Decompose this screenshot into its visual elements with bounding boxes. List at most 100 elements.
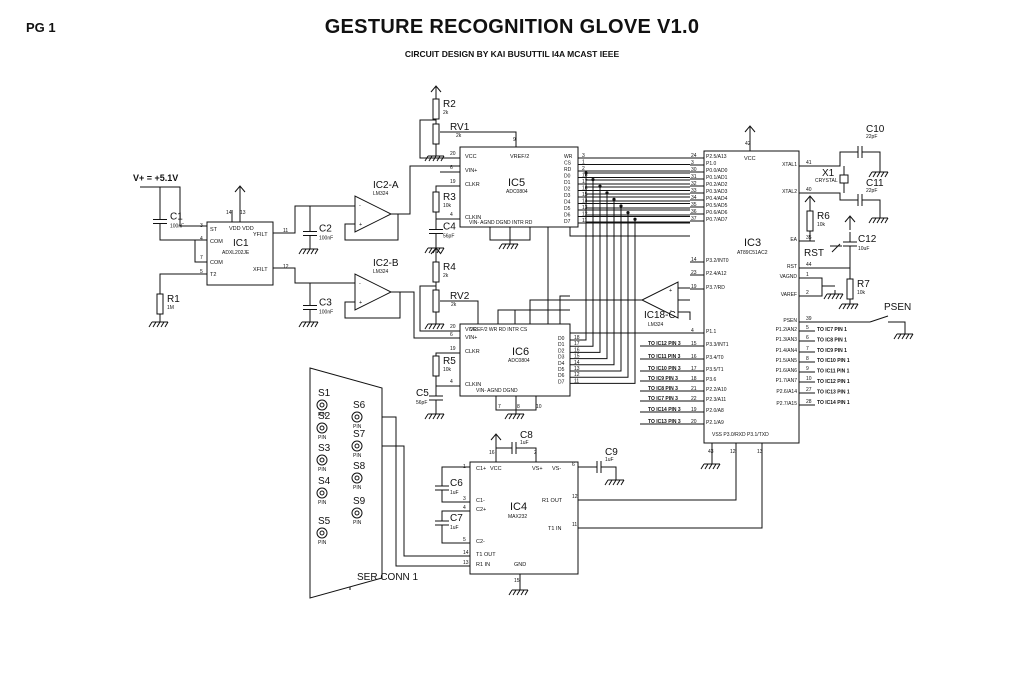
ic6-pin: D1 xyxy=(558,342,565,348)
ic3-num: 24 xyxy=(691,153,697,159)
ic6-pin: D2 xyxy=(558,348,565,354)
switch-pin-label: PIN xyxy=(318,412,327,418)
ic5-num: 17 xyxy=(582,179,588,185)
r3-resistor-ref: R3 xyxy=(443,192,456,203)
ic6-pin: D6 xyxy=(558,373,565,379)
ic3-pin: P0.3/AD3 xyxy=(706,189,728,195)
ic3-pin-vcc: VCC xyxy=(744,156,756,162)
ic18c-ref: IC18-C xyxy=(644,310,676,321)
rv1-potentiometer xyxy=(432,123,440,145)
wire xyxy=(273,267,335,284)
ic3-pin: P1.1 xyxy=(706,329,717,335)
ic5-bottom-pins: VIN- AGND DGND INTR RD xyxy=(469,220,533,226)
ic3-right-net-label: TO IC13 PIN 1 xyxy=(817,389,850,395)
r7-resistor-ref: R7 xyxy=(857,279,870,290)
ic4-pin-r1out: R1 OUT xyxy=(542,498,563,504)
ic3-left-net-label: TO IC14 PIN 3 xyxy=(648,407,681,413)
ic4-pin: C1+ xyxy=(476,466,486,472)
ic6-pin: D5 xyxy=(558,367,565,373)
r2-resistor-value: 2k xyxy=(443,110,449,116)
switch-s6 xyxy=(351,411,363,423)
ic4-pin: T1 OUT xyxy=(476,552,496,558)
ic3-num: 7 xyxy=(806,346,809,352)
ground-symbol xyxy=(604,476,625,486)
ic3-pin: P0.2/AD2 xyxy=(706,182,728,188)
ic4-pin-t1in: T1 IN xyxy=(548,526,561,532)
wire xyxy=(159,235,207,241)
rst-ref: RST xyxy=(804,248,824,259)
ic3-num: 39 xyxy=(806,316,812,322)
ic3-right-net-label: TO IC8 PIN 1 xyxy=(817,337,847,343)
ic3-left-net-label: TO IC7 PIN 3 xyxy=(648,396,678,402)
ic3-part: AT89C51AC2 xyxy=(737,250,768,256)
ic3-num: 15 xyxy=(691,341,697,347)
wire xyxy=(382,416,470,567)
ic3-pin: P3.5/T1 xyxy=(706,367,724,373)
ic3-pin: RST xyxy=(787,264,797,270)
ic5-pin: D5 xyxy=(564,206,571,212)
ic5-num: 6 xyxy=(450,165,453,171)
ic3-pin: P2.7/A15 xyxy=(776,401,797,407)
ic5-num: 15 xyxy=(582,192,588,198)
ic3-left-net-label: TO IC12 PIN 3 xyxy=(648,341,681,347)
ic2b-opamp-ref: IC2-B xyxy=(373,258,399,269)
ic6-part: ADC0804 xyxy=(508,358,530,364)
ic3-pin: P1.0 xyxy=(706,161,717,167)
ic4-part: MAX232 xyxy=(508,514,527,520)
wire xyxy=(559,295,570,324)
ic5-pin: D3 xyxy=(564,193,571,199)
c3-capacitor-value: 100nF xyxy=(319,310,333,316)
rv2-potentiometer xyxy=(432,289,440,313)
switch-label: S9 xyxy=(353,496,366,507)
ic18c-opamp xyxy=(640,281,679,319)
ic5-pin: VIN+ xyxy=(465,168,477,174)
ic4-supply xyxy=(490,433,502,448)
switch-pin-label: PIN xyxy=(353,520,362,526)
wire xyxy=(497,309,570,324)
ic5-pin: D2 xyxy=(564,187,571,193)
ic3-right-net-label: TO IC10 PIN 1 xyxy=(817,358,850,364)
r2-resistor-ref: R2 xyxy=(443,99,456,110)
r1-resistor-ref: R1 xyxy=(167,294,180,305)
wire xyxy=(570,199,615,366)
wire xyxy=(419,119,460,159)
ic4-num: 16 xyxy=(489,450,495,456)
wire xyxy=(870,199,881,214)
ic5-num: 16 xyxy=(582,186,588,192)
r4-supply xyxy=(430,247,442,262)
ground-symbol xyxy=(700,460,721,470)
ic3-pin: XTAL2 xyxy=(782,189,797,195)
ic6-num: 10 xyxy=(536,404,542,410)
ic6-num: 18 xyxy=(574,335,580,341)
ic3-num: 35 xyxy=(806,235,812,241)
ic18c-part: LM324 xyxy=(648,322,664,328)
ground-symbol xyxy=(424,152,445,162)
ic6-num: 4 xyxy=(450,379,453,385)
ic2a-opamp-part: LM324 xyxy=(373,191,389,197)
ic3-num: 3 xyxy=(691,160,694,166)
ground-symbol xyxy=(508,586,529,596)
ic18c-inv: - xyxy=(670,308,672,314)
wire xyxy=(570,186,601,353)
switch-pin-label: PIN xyxy=(353,485,362,491)
c8-capacitor xyxy=(511,442,517,454)
r7-resistor xyxy=(846,278,854,300)
ic3-pin: P3.4/T0 xyxy=(706,355,724,361)
rv1-value: 2k xyxy=(456,133,462,139)
wire xyxy=(495,447,504,462)
ic3-num: 41 xyxy=(806,160,812,166)
ic6-pin: CLKIN xyxy=(465,382,481,388)
ic1-num: 7 xyxy=(200,255,203,261)
ic5-num: 11 xyxy=(582,218,587,224)
ic3-left-net-label: TO IC9 PIN 3 xyxy=(648,376,678,382)
c12-capacitor xyxy=(843,241,857,247)
ic3-num: 31 xyxy=(691,174,697,180)
ic5-pin: RD xyxy=(564,167,572,173)
ic3-num: 36 xyxy=(691,209,697,215)
switch-s8 xyxy=(351,472,363,484)
ic3-pin: P1.4/AN4 xyxy=(776,348,798,354)
c7-capacitor-ref: C7 xyxy=(450,513,463,524)
ic4-pin-vsplus: VS+ xyxy=(532,466,543,472)
switch-label: S5 xyxy=(318,516,331,527)
ic4-pin: C2- xyxy=(476,539,485,545)
